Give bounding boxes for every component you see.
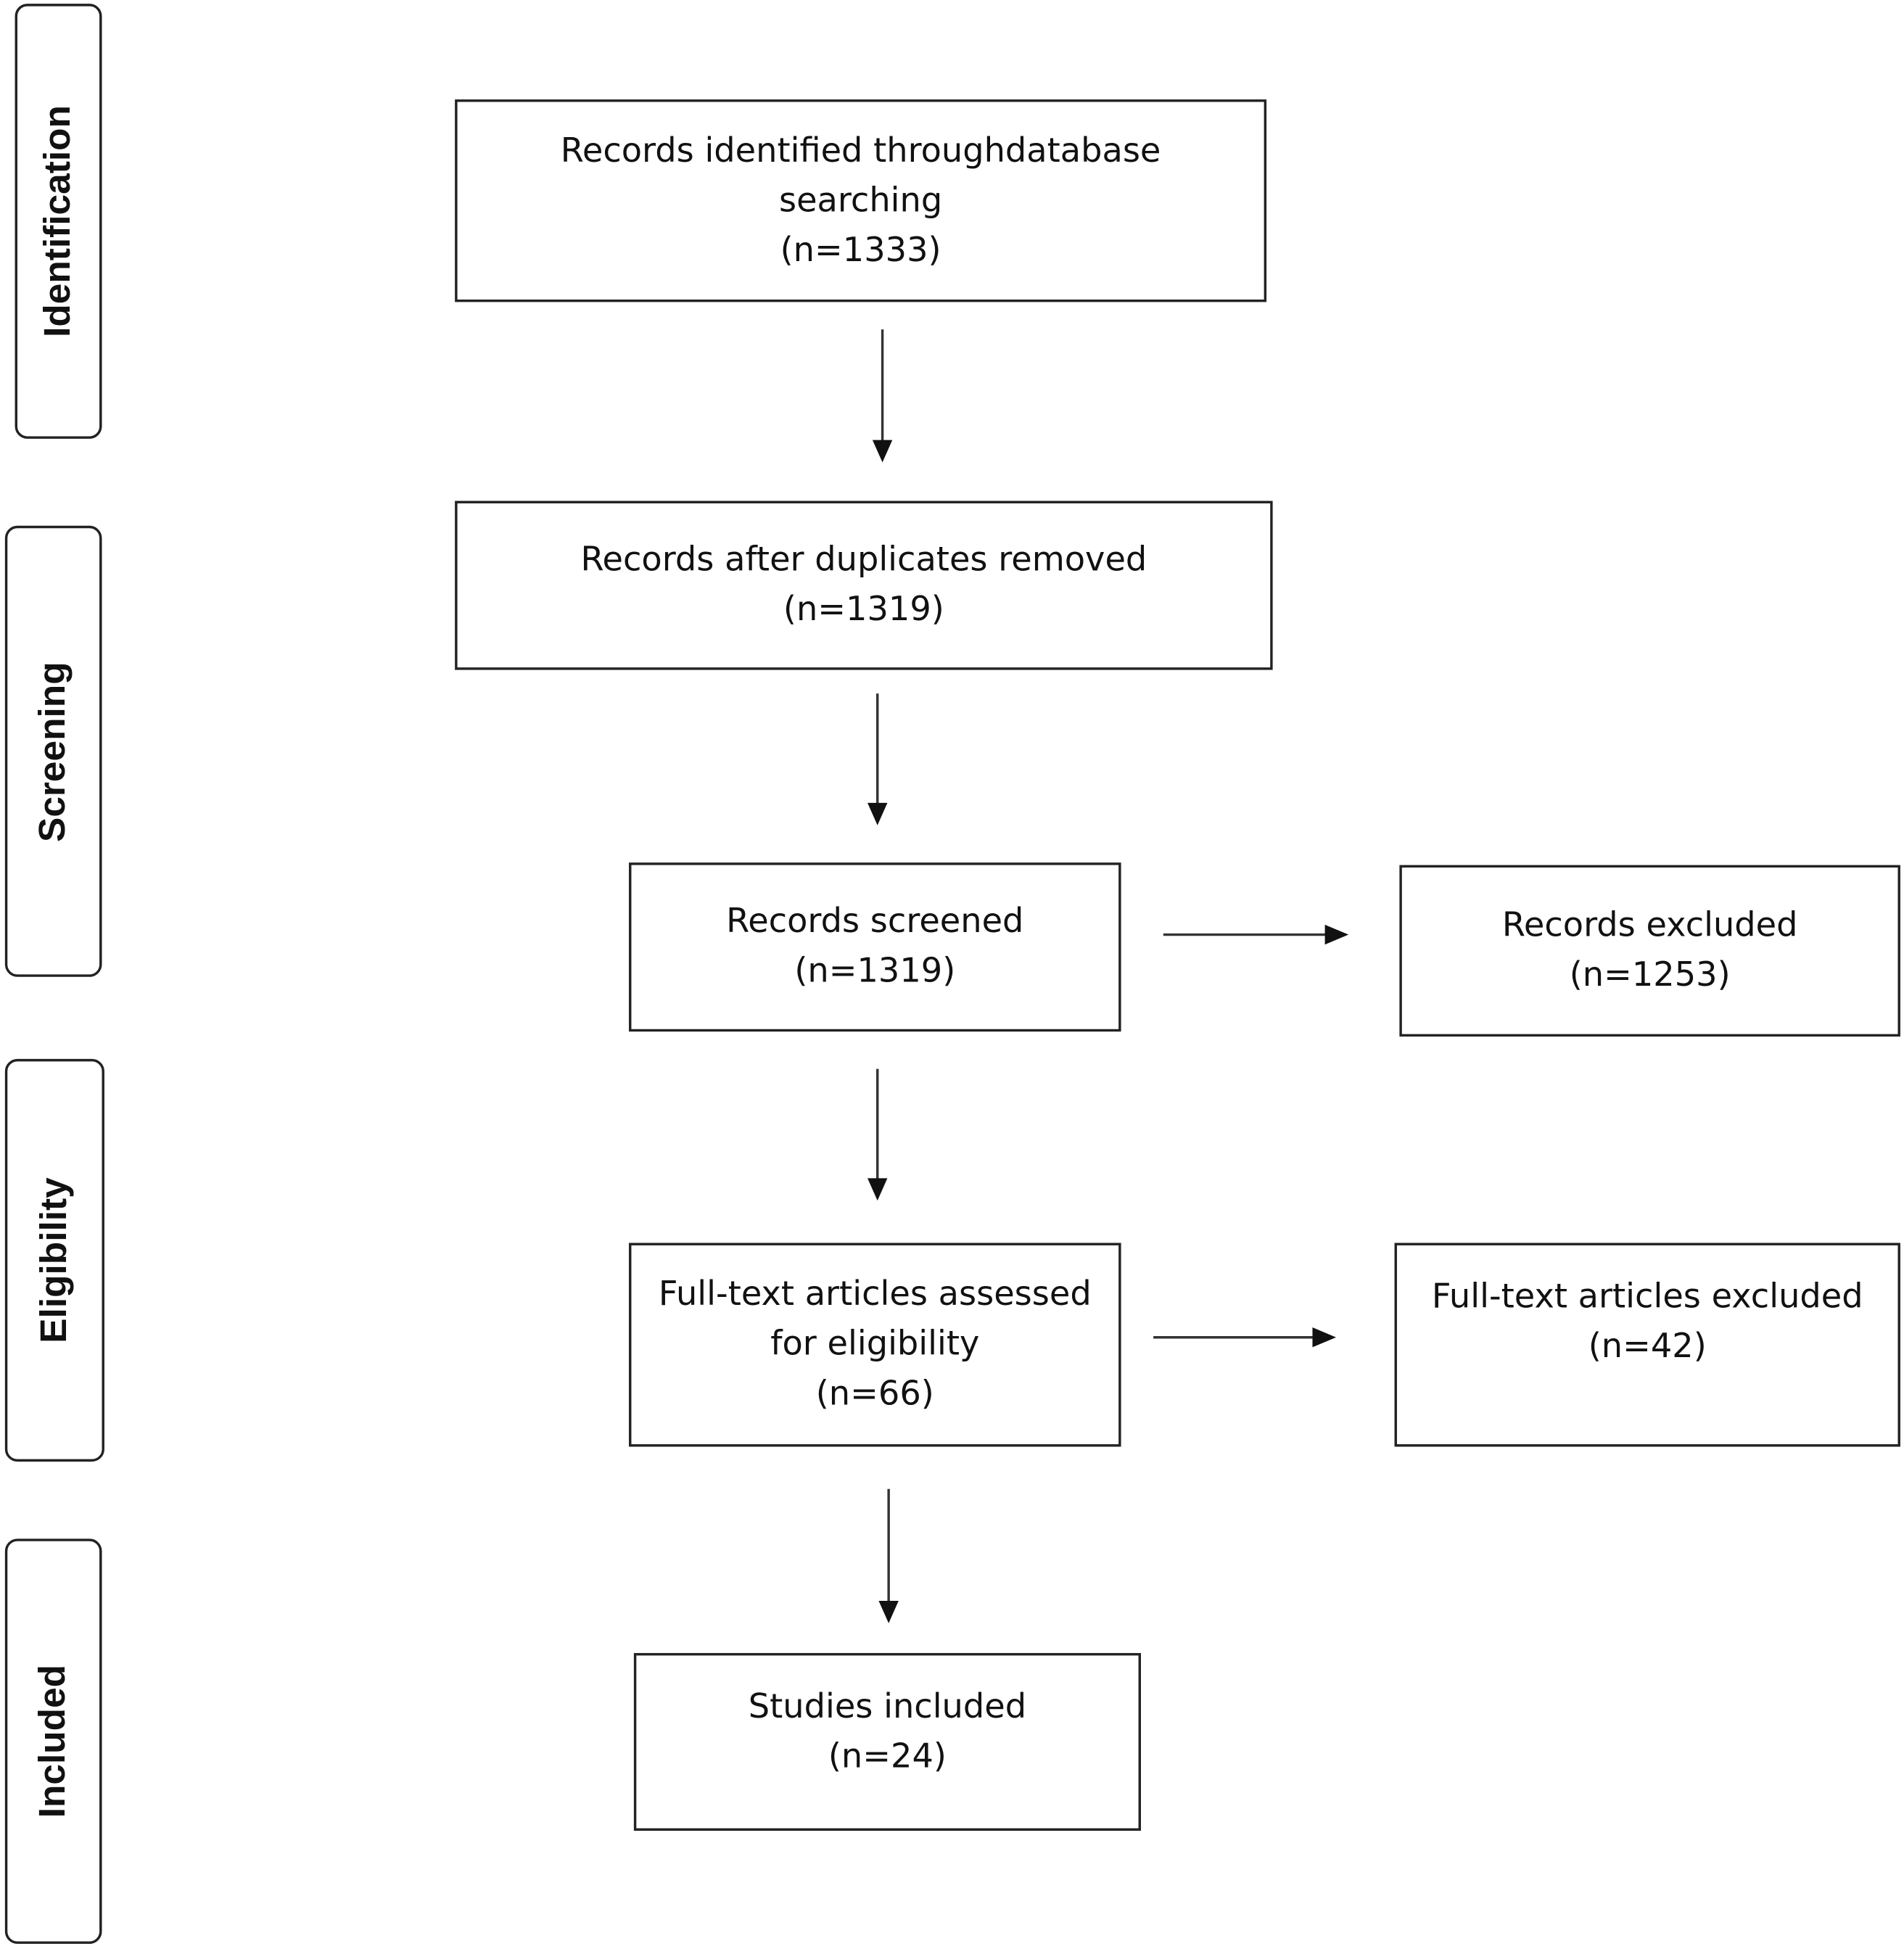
box-fulltext-excluded-count: (n=42) xyxy=(1588,1327,1707,1367)
box-fulltext-assessed: Full-text articles assessed for eligibil… xyxy=(629,1243,1121,1447)
box-records-identified: Records identified throughdatabase searc… xyxy=(455,99,1267,302)
arrow-identified-to-duplicates xyxy=(872,329,893,463)
phase-eligibility: Eligibility xyxy=(4,1058,104,1462)
box-studies-included: Studies included (n=24) xyxy=(633,1652,1141,1831)
box-fulltext-excluded: Full-text articles excluded (n=42) xyxy=(1394,1243,1900,1447)
arrow-fulltext-to-included xyxy=(878,1488,899,1623)
phase-screening: Screening xyxy=(4,525,102,977)
box-fulltext-assessed-count: (n=66) xyxy=(815,1375,934,1414)
box-after-duplicates: Records after duplicates removed (n=1319… xyxy=(455,500,1273,670)
box-records-excluded: Records excluded (n=1253) xyxy=(1399,865,1900,1037)
box-records-screened-count: (n=1319) xyxy=(794,952,956,991)
box-fulltext-assessed-line2: for eligibility xyxy=(770,1324,980,1364)
box-studies-included-line1: Studies included xyxy=(748,1687,1027,1727)
box-records-screened-line1: Records screened xyxy=(726,902,1024,941)
box-fulltext-assessed-line1: Full-text articles assessed xyxy=(658,1275,1092,1314)
arrow-screened-to-excluded xyxy=(1163,924,1349,945)
box-after-duplicates-count: (n=1319) xyxy=(783,590,944,630)
box-records-identified-line2: searching xyxy=(778,181,943,220)
box-after-duplicates-line1: Records after duplicates removed xyxy=(580,540,1147,580)
phase-included: Included xyxy=(4,1538,102,1944)
arrow-screened-to-fulltext xyxy=(867,1068,888,1201)
phase-identification: Identification xyxy=(15,4,102,439)
box-records-screened: Records screened (n=1319) xyxy=(629,862,1121,1032)
box-records-identified-count: (n=1333) xyxy=(780,230,941,269)
arrow-fulltext-to-excluded xyxy=(1153,1327,1337,1348)
box-studies-included-count: (n=24) xyxy=(828,1737,947,1776)
box-records-excluded-line1: Records excluded xyxy=(1501,906,1798,945)
box-records-excluded-count: (n=1253) xyxy=(1569,955,1731,994)
box-records-identified-line1: Records identified throughdatabase xyxy=(560,131,1161,170)
arrow-duplicates-to-screened xyxy=(867,693,888,825)
box-fulltext-excluded-line1: Full-text articles excluded xyxy=(1431,1277,1863,1316)
